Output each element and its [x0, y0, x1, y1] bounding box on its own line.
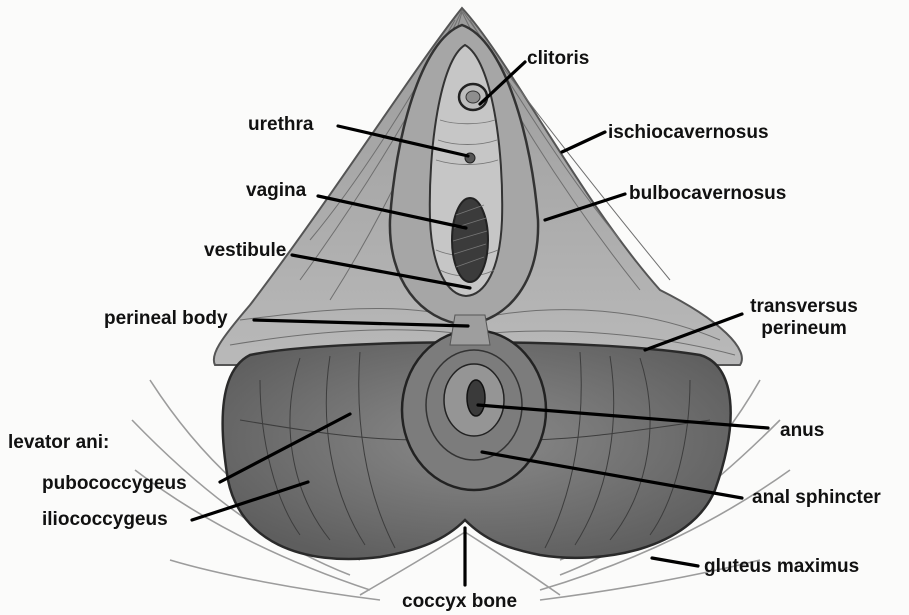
ischiocavernosus-leader	[562, 132, 605, 152]
label-anal-sphincter: anal sphincter	[752, 487, 881, 509]
label-transversus-line2: perineum	[742, 318, 866, 340]
label-vagina: vagina	[246, 180, 306, 202]
label-pubococcygeus: pubococcygeus	[42, 473, 187, 495]
label-bulbocavernosus: bulbocavernosus	[629, 183, 786, 205]
clitoris-inner	[466, 91, 480, 103]
label-levator-ani: levator ani:	[8, 432, 109, 454]
label-coccyx-bone: coccyx bone	[402, 591, 517, 613]
label-urethra: urethra	[248, 114, 313, 136]
perineal-body-shape	[450, 315, 490, 345]
label-iliococcygeus: iliococcygeus	[42, 509, 168, 531]
label-clitoris: clitoris	[527, 48, 589, 70]
label-ischiocavernosus: ischiocavernosus	[608, 122, 769, 144]
label-transversus-perineum: transversus perineum	[742, 296, 866, 340]
label-perineal-body: perineal body	[104, 308, 228, 330]
label-transversus-line1: transversus	[742, 296, 866, 318]
gluteus-maximus-leader	[652, 558, 698, 566]
label-vestibule: vestibule	[204, 240, 286, 262]
anus-opening	[467, 380, 485, 416]
label-anus: anus	[780, 420, 824, 442]
label-gluteus-maximus: gluteus maximus	[704, 556, 859, 578]
